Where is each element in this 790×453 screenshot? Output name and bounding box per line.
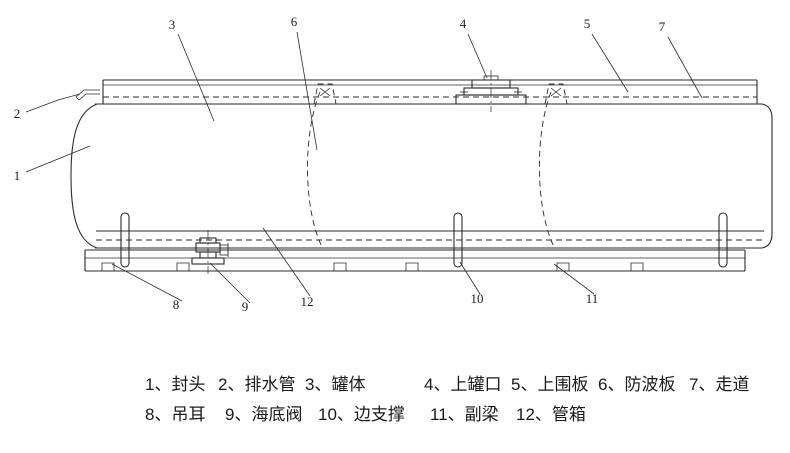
side-support-left (120, 212, 130, 268)
callout-1: 1 (14, 168, 21, 183)
drain-pipe-end (75, 96, 80, 101)
side-supports (120, 212, 728, 268)
callout-numbers: 1 2 3 4 5 6 7 8 9 10 11 12 (14, 14, 666, 314)
callout-6: 6 (291, 14, 298, 29)
baffle-pad-cross-right (550, 87, 562, 97)
leader-7 (667, 36, 703, 99)
legend-item-5: 5、上围板 (511, 375, 588, 394)
valve-bottom-flange (191, 257, 225, 265)
leader-5 (591, 33, 629, 93)
leader-6 (296, 31, 318, 151)
callout-8: 8 (173, 297, 180, 312)
wave-baffles (307, 83, 568, 248)
tank-head-left (70, 103, 98, 249)
tank-head-right (761, 103, 773, 249)
walkway-coaming (102, 79, 758, 104)
legend-item-4: 4、上罐口 (424, 375, 501, 394)
baffle-left (307, 91, 323, 248)
baffle-right (538, 91, 555, 248)
drain-pipe (75, 89, 100, 101)
leader-1 (25, 145, 91, 173)
leader-3 (177, 33, 215, 122)
callout-4: 4 (460, 16, 467, 31)
baffle-pad-left (313, 83, 337, 105)
legend-item-9: 9、海底阀 (225, 405, 302, 424)
side-support-center (453, 212, 463, 268)
manhole (455, 70, 527, 112)
legend-item-8: 8、吊耳 (145, 405, 205, 424)
baffle-pad-cross-left (319, 87, 331, 97)
legend-item-12: 12、管箱 (516, 405, 586, 424)
leader-12 (262, 227, 311, 297)
leader-10 (459, 261, 481, 295)
frame-notch-3 (333, 262, 347, 271)
callout-5: 5 (584, 16, 591, 31)
callout-3: 3 (169, 17, 176, 32)
baffle-pad-right (544, 83, 568, 105)
drain-pipe-inner (78, 93, 100, 101)
frame-notch-5 (556, 262, 570, 271)
drain-pipe-outer (75, 89, 100, 98)
frame-notch-1 (101, 262, 115, 271)
manhole-handle (483, 75, 499, 81)
legend-item-3: 3、罐体 (305, 375, 365, 394)
leader-9 (209, 262, 251, 304)
bottom-valve (191, 230, 229, 274)
legend-item-10: 10、边支撑 (318, 405, 405, 424)
leader-4 (467, 33, 488, 79)
tank-body (70, 103, 773, 249)
legend-item-11: 11、副梁 (430, 405, 499, 424)
legend-item-7: 7、走道 (689, 375, 749, 394)
frame-notch-6 (630, 262, 644, 271)
leader-2 (25, 93, 81, 113)
callout-12: 12 (301, 294, 314, 309)
callout-7: 7 (659, 19, 666, 34)
callout-9: 9 (242, 299, 249, 314)
callout-10: 10 (471, 291, 484, 306)
side-support-right (718, 212, 728, 268)
leader-8 (111, 263, 183, 302)
legend-item-2: 2、排水管 (218, 375, 295, 394)
bottom-frame (84, 249, 746, 272)
legend-item-6: 6、防波板 (598, 375, 675, 394)
callout-11: 11 (586, 291, 599, 306)
callout-2: 2 (14, 106, 21, 121)
frame-notch-2 (176, 262, 190, 271)
legend: 1、封头 2、排水管 3、罐体 4、上罐口 5、上围板 6、防波板 7、走道 8… (145, 375, 749, 424)
leader-11 (553, 263, 595, 295)
frame-notch-4 (405, 262, 419, 271)
legend-item-1: 1、封头 (145, 375, 205, 394)
leader-lines (25, 31, 703, 304)
